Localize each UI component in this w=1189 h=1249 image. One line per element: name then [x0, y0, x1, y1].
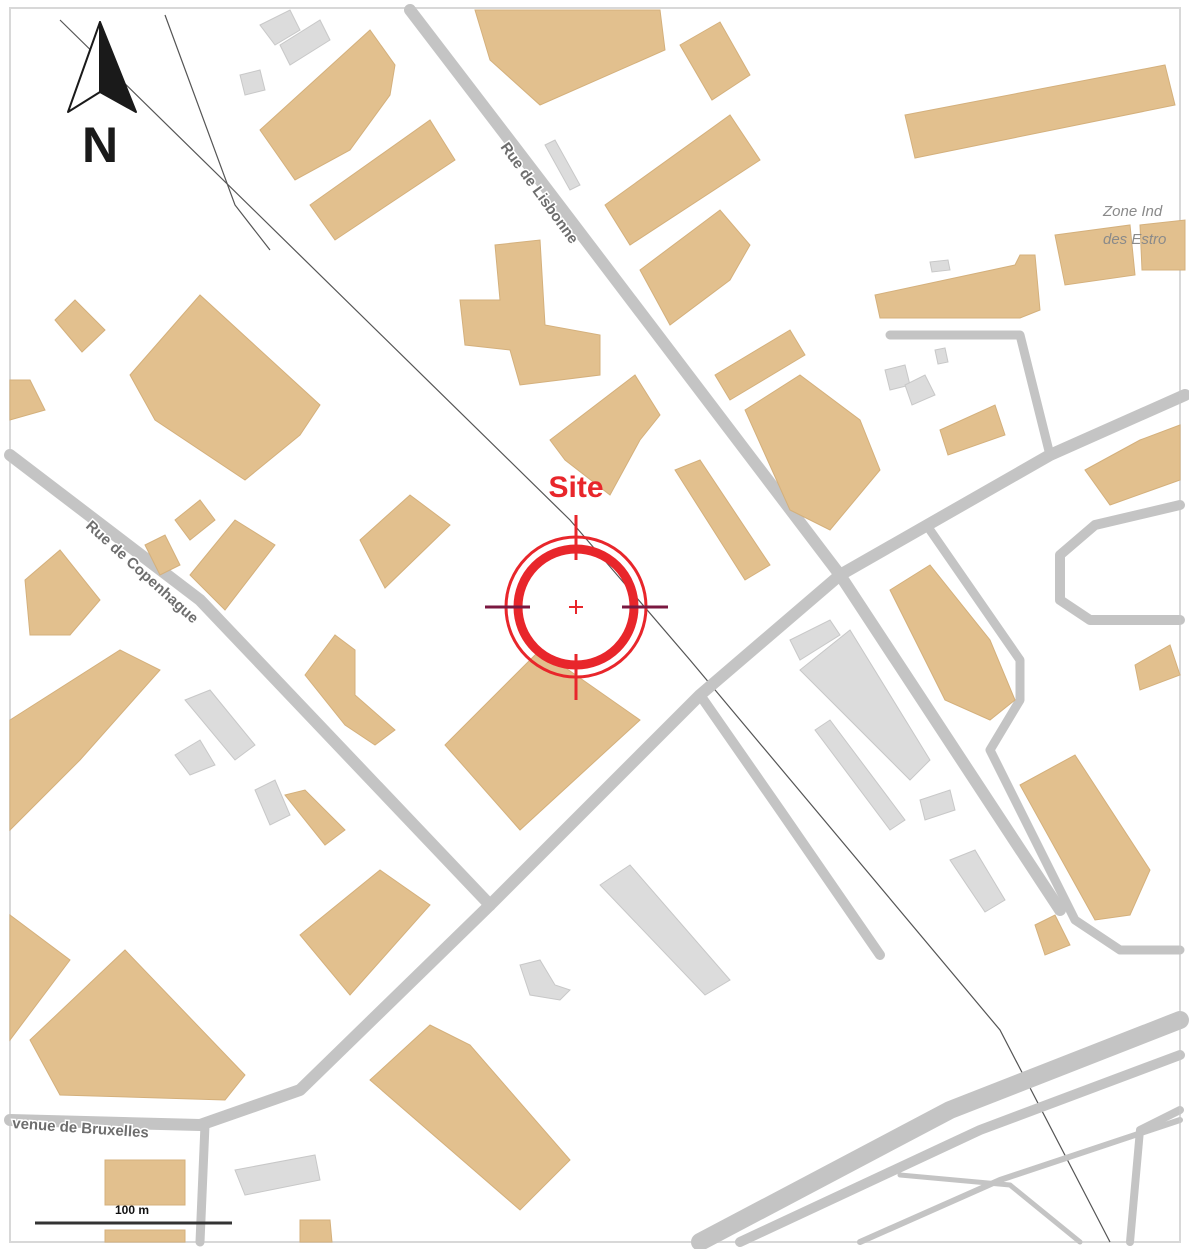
scale-bar: 100 m: [35, 1203, 232, 1225]
buildings: [9, 9, 1186, 1243]
railway-lines: [59, 14, 1111, 1243]
site-label: Site: [548, 471, 603, 504]
zone-label-line2: des Estro: [1103, 231, 1166, 248]
zone-label-line1: Zone Ind: [1102, 203, 1163, 220]
north-label: N: [82, 117, 118, 173]
street-label-lisbonne: Rue de Lisbonne: [497, 139, 582, 247]
north-arrow-icon: N: [67, 21, 137, 173]
scale-label: 100 m: [115, 1203, 149, 1217]
crosshair-target-icon: [485, 515, 668, 700]
street-label-copenhague: Rue de Copenhague: [82, 517, 201, 627]
